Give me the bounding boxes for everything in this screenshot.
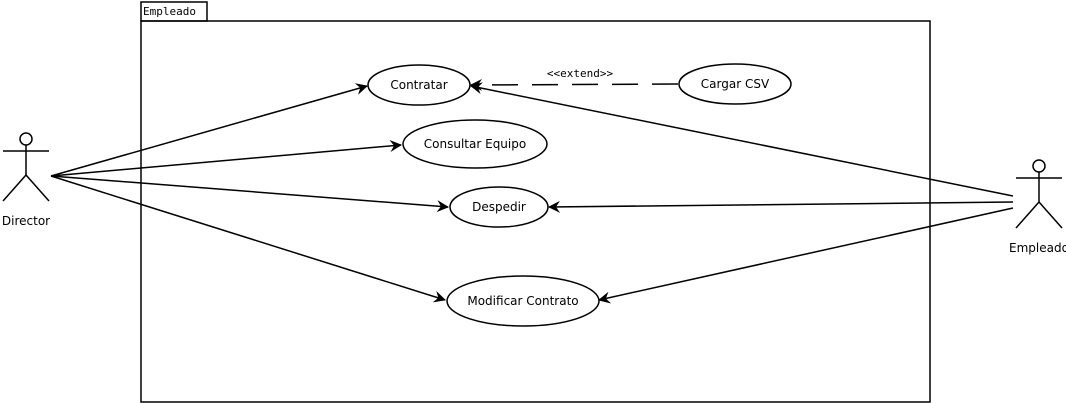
actor-director-label: Director <box>2 214 50 228</box>
system-boundary <box>140 20 931 403</box>
extend-cargar-csv-contratar <box>470 78 679 91</box>
assoc-director-modificar-contrato <box>50 175 446 303</box>
use-case-despedir-label: Despedir <box>472 200 526 214</box>
use-case-despedir[interactable]: Despedir <box>449 186 549 228</box>
package-label: Empleado <box>143 5 196 18</box>
use-case-modificar-contrato-label: Modificar Contrato <box>467 294 578 308</box>
actor-empleado[interactable] <box>1015 159 1063 229</box>
actor-director[interactable] <box>2 132 50 202</box>
assoc-director-consultar-equipo <box>50 139 402 177</box>
use-case-contratar-label: Contratar <box>390 78 447 92</box>
use-case-cargar-csv[interactable]: Cargar CSV <box>678 63 792 105</box>
use-case-consultar-equipo-label: Consultar Equipo <box>424 137 526 151</box>
assoc-empleado-contratar <box>470 82 1014 197</box>
assoc-empleado-despedir <box>548 200 1014 213</box>
extend-label: <<extend>> <box>547 67 614 80</box>
assoc-empleado-modificar-contrato <box>598 207 1014 304</box>
assoc-director-contratar <box>50 83 368 177</box>
actor-empleado-label: Empleado <box>1009 241 1066 255</box>
use-case-cargar-csv-label: Cargar CSV <box>701 77 770 91</box>
use-case-consultar-equipo[interactable]: Consultar Equipo <box>402 119 548 169</box>
stick-figure-icon <box>2 132 50 202</box>
package-frame: Empleado <box>140 1 931 403</box>
assoc-director-despedir <box>50 175 449 213</box>
use-case-contratar[interactable]: Contratar <box>367 64 471 106</box>
use-case-modificar-contrato[interactable]: Modificar Contrato <box>446 275 600 327</box>
stick-figure-icon <box>1015 159 1063 229</box>
